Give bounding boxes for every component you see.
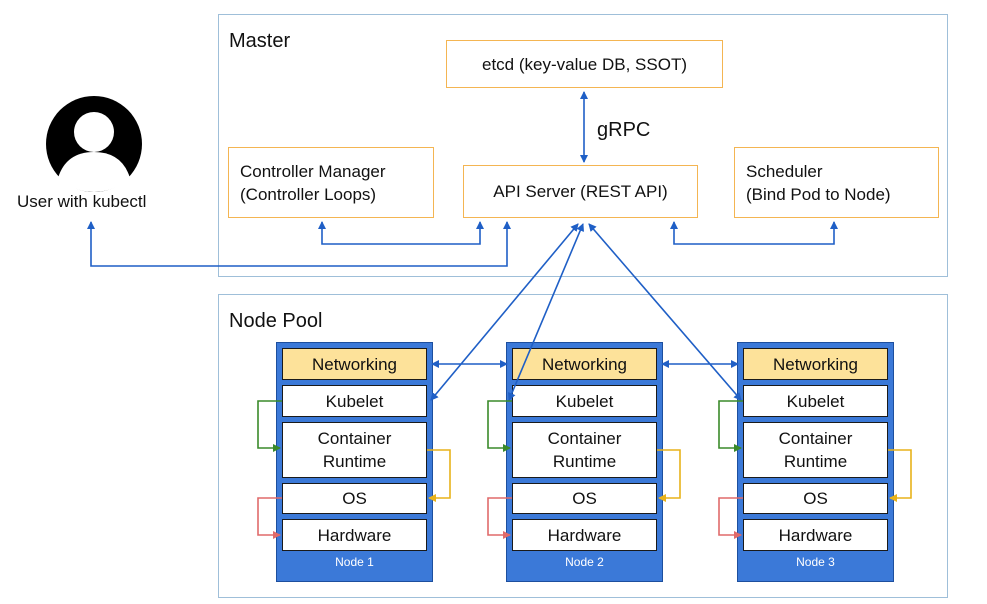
kubelet-runtime-loop <box>257 400 282 452</box>
etcd-box: etcd (key-value DB, SSOT) <box>446 40 723 88</box>
grpc-label: gRPC <box>597 119 651 141</box>
controller-api-arrow <box>318 221 484 245</box>
kubelet-runtime-loop <box>487 400 512 452</box>
user-avatar-icon <box>44 94 144 194</box>
runtime-os-loop <box>657 449 681 502</box>
runtime-os-loop <box>888 449 912 502</box>
container-runtime-layer: Container Runtime <box>282 422 427 478</box>
api-kubelet-1-arrow <box>430 223 579 401</box>
kubelet-layer: Kubelet <box>743 385 888 417</box>
runtime-os-loop <box>427 449 451 502</box>
networking-layer: Networking <box>743 348 888 380</box>
os-hardware-loop <box>487 497 512 539</box>
scheduler-box: Scheduler (Bind Pod to Node) <box>734 147 939 218</box>
controller-manager-label: Controller Manager (Controller Loops) <box>240 161 386 204</box>
master-title: Master <box>229 30 291 52</box>
etcd-label: etcd (key-value DB, SSOT) <box>481 54 687 74</box>
networking-layer: Networking <box>282 348 427 380</box>
kubelet-layer: Kubelet <box>282 385 427 417</box>
hardware-layer: Hardware <box>743 519 888 551</box>
hardware-layer: Hardware <box>512 519 657 551</box>
api-server-label: API Server (REST API) <box>493 182 668 201</box>
os-hardware-loop <box>257 497 282 539</box>
controller-manager-box: Controller Manager (Controller Loops) <box>228 147 434 218</box>
api-kubelet-2-arrow <box>508 223 584 401</box>
api-kubelet-3-arrow <box>588 223 742 401</box>
node-pool-title: Node Pool <box>229 310 323 332</box>
node-label: Node 2 <box>565 555 604 569</box>
hardware-layer: Hardware <box>282 519 427 551</box>
api-server-box: API Server (REST API) <box>463 165 698 218</box>
os-hardware-loop <box>718 497 743 539</box>
user-label: User with kubectl <box>17 192 147 211</box>
kubelet-runtime-loop <box>718 400 743 452</box>
node-label: Node 1 <box>335 555 374 569</box>
os-layer: OS <box>743 483 888 514</box>
node-label: Node 3 <box>796 555 835 569</box>
container-runtime-layer: Container Runtime <box>743 422 888 478</box>
os-layer: OS <box>282 483 427 514</box>
os-layer: OS <box>512 483 657 514</box>
container-runtime-layer: Container Runtime <box>512 422 657 478</box>
scheduler-api-arrow <box>670 221 838 245</box>
scheduler-label: Scheduler (Bind Pod to Node) <box>746 161 891 204</box>
